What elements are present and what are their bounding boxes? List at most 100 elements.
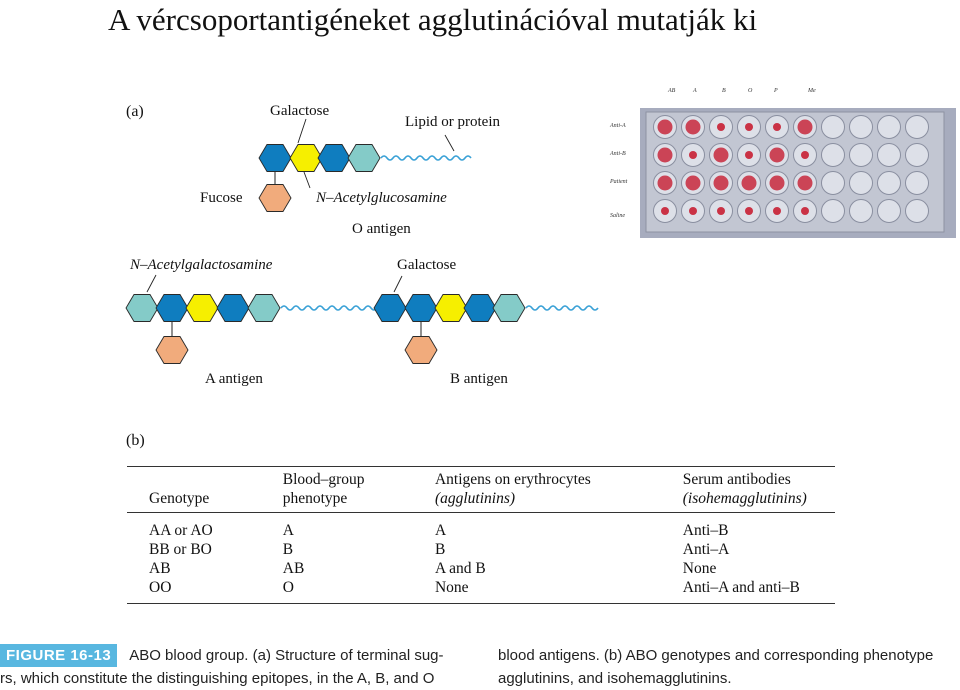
red-cell-spot (689, 151, 697, 159)
plate-row-label: Saline (610, 213, 625, 219)
b-antigen-label: B antigen (450, 371, 508, 388)
panel-b-label: (b) (126, 432, 145, 450)
galactose-hexagon (259, 145, 291, 172)
table-header-row: Genotype Blood–group phenotype Antigens … (127, 467, 835, 513)
caption-line: ABO blood group. (a) Structure of termin… (129, 647, 443, 664)
red-cell-spot (798, 176, 813, 191)
sugar-structures-diagram (0, 0, 620, 400)
red-cell-spot (717, 207, 725, 215)
plate-well (906, 116, 929, 139)
red-cell-spot (773, 207, 781, 215)
fucose-hexagon (259, 185, 291, 212)
table-cell: Anti–A (683, 540, 835, 559)
fucose-hexagon (156, 337, 188, 364)
sugar-hexagon (405, 295, 437, 322)
plate-well (878, 200, 901, 223)
galactose-label: Galactose (270, 103, 329, 120)
caption-line: rs, which constitute the distinguishing … (0, 667, 444, 690)
n-acetylgalactosamine-hexagon (126, 295, 158, 322)
plate-column-label: AB (667, 88, 676, 94)
caption-left: FIGURE 16-13 ABO blood group. (a) Structu… (0, 644, 444, 690)
header-antigens: Antigens on erythrocytes (agglutinins) (435, 467, 683, 513)
red-cell-spot (717, 123, 725, 131)
header-genotype: Genotype (127, 467, 283, 513)
red-cell-spot (689, 207, 697, 215)
wavy-chain (381, 156, 471, 160)
table-cell: B (435, 540, 683, 559)
b-antigen-structure (374, 276, 598, 364)
figure-tag: FIGURE 16-13 (0, 644, 117, 667)
table-cell: A (435, 513, 683, 541)
galactose-hexagon (156, 295, 188, 322)
red-cell-spot (714, 148, 729, 163)
wavy-chain (526, 306, 598, 310)
sugar-hexagon (435, 295, 467, 322)
plate-well (822, 116, 845, 139)
table-cell: AB (283, 559, 435, 578)
red-cell-spot (686, 120, 701, 135)
red-cell-spot (770, 176, 785, 191)
plate-well (906, 200, 929, 223)
plate-well (878, 172, 901, 195)
plate-well (850, 116, 873, 139)
panel-a-label: (a) (126, 103, 144, 121)
table-cell: OO (127, 578, 283, 604)
o-antigen-label: O antigen (352, 221, 411, 238)
red-cell-spot (770, 148, 785, 163)
sugar-hexagon (248, 295, 280, 322)
n-acetylgalactosamine-label: N–Acetylgalactosamine (130, 257, 272, 274)
leader-line (445, 135, 454, 151)
galactose-b-label: Galactose (397, 257, 456, 274)
wavy-chain (281, 306, 389, 310)
sugar-hexagon (318, 145, 350, 172)
table-cell: None (435, 578, 683, 604)
red-cell-spot (745, 207, 753, 215)
caption-line: agglutinins, and isohemagglutinins. (498, 667, 933, 690)
plate-row-label: Anti-A (609, 123, 626, 129)
header-antibodies: Serum antibodies (isohemagglutinins) (683, 467, 835, 513)
red-cell-spot (686, 176, 701, 191)
leader-line (304, 172, 310, 188)
a-antigen-label: A antigen (205, 371, 263, 388)
plate-column-label: A (692, 88, 697, 94)
a-antigen-structure (126, 275, 389, 364)
plate-well (822, 200, 845, 223)
red-cell-spot (745, 123, 753, 131)
n-acetylglucosamine-hexagon (290, 145, 322, 172)
red-cell-spot (742, 176, 757, 191)
red-cell-spot (658, 120, 673, 135)
table-cell: AB (127, 559, 283, 578)
plate-column-label: O (748, 88, 753, 94)
fucose-hexagon (405, 337, 437, 364)
red-cell-spot (801, 207, 809, 215)
sugar-hexagon (348, 145, 380, 172)
plate-well (822, 144, 845, 167)
leader-line (298, 119, 306, 143)
caption-line: blood antigens. (b) ABO genotypes and co… (498, 644, 933, 667)
table-cell: AA or AO (127, 513, 283, 541)
table-cell: Anti–B (683, 513, 835, 541)
fucose-label: Fucose (200, 190, 243, 207)
red-cell-spot (745, 151, 753, 159)
n-acetylglucosamine-label: N–Acetylglucosamine (316, 190, 447, 207)
leader-line (394, 276, 402, 292)
plate-column-label: P (773, 88, 778, 94)
red-cell-spot (661, 207, 669, 215)
table-cell: BB or BO (127, 540, 283, 559)
plate-well (878, 116, 901, 139)
plate-well (850, 172, 873, 195)
sugar-hexagon (186, 295, 218, 322)
table-cell: Anti–A and anti–B (683, 578, 835, 604)
table-cell: O (283, 578, 435, 604)
plate-row-label: Patient (609, 179, 628, 185)
sugar-hexagon (464, 295, 496, 322)
sugar-hexagon (493, 295, 525, 322)
table-cell: A and B (435, 559, 683, 578)
plate-well (822, 172, 845, 195)
lipid-protein-label: Lipid or protein (405, 114, 500, 131)
red-cell-spot (773, 123, 781, 131)
leader-line (147, 275, 156, 292)
red-cell-spot (801, 151, 809, 159)
